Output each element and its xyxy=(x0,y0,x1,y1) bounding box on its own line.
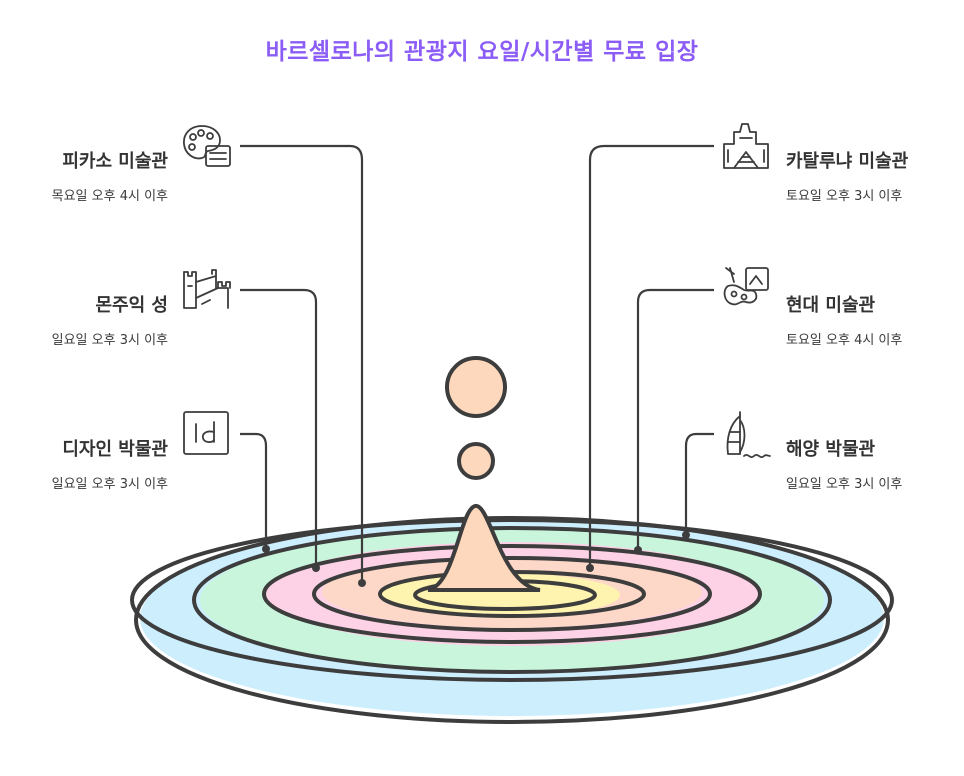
connector-montjuic xyxy=(240,288,318,568)
page-title: 바르셀로나의 관광지 요일/시간별 무료 입장 xyxy=(265,39,699,65)
droplet-small xyxy=(457,442,495,480)
connector-dot xyxy=(262,545,270,553)
place-time-picasso: 목요일 오후 4시 이후 xyxy=(51,189,168,204)
connector-dot xyxy=(682,531,690,539)
ripple-ring-3 xyxy=(192,526,832,674)
place-time-montjuic: 일요일 오후 3시 이후 xyxy=(51,333,168,348)
place-name-design: 디자인 박물관 xyxy=(62,439,168,460)
place-name-catalunya: 카탈루냐 미술관 xyxy=(786,151,909,172)
palette-icon xyxy=(183,125,231,167)
connector-dot xyxy=(634,546,642,554)
place-name-montjuic: 몬주익 성 xyxy=(95,295,168,316)
castle-wall-icon xyxy=(183,269,231,309)
splash-peak xyxy=(427,504,541,592)
place-name-picasso: 피카소 미술관 xyxy=(62,151,168,172)
connector-dot xyxy=(358,579,366,587)
place-time-maritime: 일요일 오후 3시 이후 xyxy=(786,477,903,492)
connector-picasso xyxy=(240,144,364,583)
sailboat-icon xyxy=(726,411,771,459)
connector-catalunya xyxy=(588,144,714,568)
design-id-icon xyxy=(183,411,229,455)
ripple-ring-2 xyxy=(130,518,894,682)
connector-design xyxy=(240,432,268,549)
place-time-modern: 토요일 오후 4시 이후 xyxy=(786,333,903,348)
place-name-modern: 현대 미술관 xyxy=(786,295,876,316)
droplet-large xyxy=(445,356,507,418)
connector-dot xyxy=(312,564,320,572)
ripple-ring-5 xyxy=(312,556,712,632)
connector-dot xyxy=(586,564,594,572)
art-brush-icon xyxy=(723,267,769,306)
place-time-design: 일요일 오후 3시 이후 xyxy=(51,477,168,492)
museum-building-icon xyxy=(723,123,769,169)
place-time-catalunya: 토요일 오후 3시 이후 xyxy=(786,189,903,204)
place-name-maritime: 해양 박물관 xyxy=(786,439,876,460)
connector-modern xyxy=(636,288,714,550)
ripple-ring-4 xyxy=(262,544,762,644)
connector-maritime xyxy=(684,432,714,535)
